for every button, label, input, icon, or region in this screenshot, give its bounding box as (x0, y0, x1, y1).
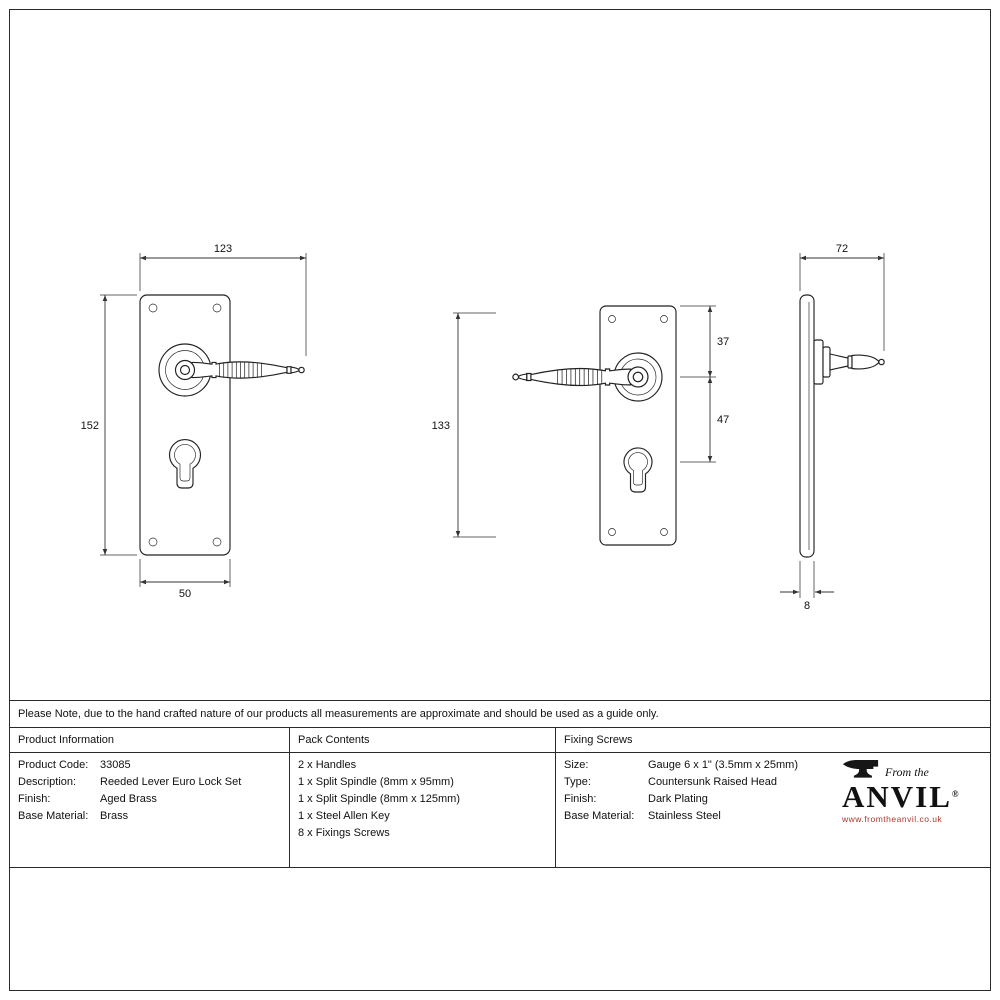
rose-side (813, 339, 831, 385)
list-item: 2 x Handles (298, 759, 357, 771)
dimension-projection: 72 (799, 243, 885, 351)
field-label: Size: (564, 759, 589, 771)
dimension-37: 37 (680, 305, 729, 378)
dimension-47: 47 (680, 377, 729, 463)
field-label: Base Material: (18, 810, 89, 822)
screw-holes (148, 303, 222, 547)
table-row: Type: Countersunk Raised Head (564, 774, 982, 791)
dim-label-152: 152 (81, 420, 99, 432)
backplate-edge (799, 294, 815, 558)
dim-label-72: 72 (836, 243, 848, 255)
table-row: Base Material: Brass (18, 808, 281, 825)
field-value: Aged Brass (100, 793, 157, 805)
euro-keyhole (168, 439, 202, 489)
list-item: 1 x Split Spindle (8mm x 95mm) (298, 776, 454, 788)
side-view-drawing: 72 8 (780, 243, 885, 612)
note-text: Please Note, due to the hand crafted nat… (18, 708, 659, 720)
front-view-drawing: 123 152 50 (81, 243, 307, 600)
field-value: 33085 (100, 759, 131, 771)
field-label: Finish: (18, 793, 51, 805)
page-border: 123 152 50 (9, 9, 991, 991)
spec-table: Product Information Pack Contents Fixing… (10, 728, 990, 868)
note-bar: Please Note, due to the hand crafted nat… (10, 700, 990, 728)
backplate (599, 305, 677, 546)
table-row: Description: Reeded Lever Euro Lock Set (18, 774, 281, 791)
field-label: Description: (18, 776, 77, 788)
table-row: Finish: Aged Brass (18, 791, 281, 808)
dimension-thickness: 8 (780, 561, 834, 612)
field-value: Gauge 6 x 1" (3.5mm x 25mm) (648, 759, 799, 771)
table-row: Product Code: 33085 (18, 757, 281, 774)
dim-label-123: 123 (214, 243, 232, 255)
anvil-icon (842, 759, 879, 778)
dimension-plate-height: 152 (81, 294, 137, 556)
dimension-plate-width: 50 (139, 559, 231, 600)
field-label: Type: (564, 776, 591, 788)
dim-label-47: 47 (717, 414, 729, 426)
field-value: Countersunk Raised Head (648, 776, 778, 788)
logo-tagline: From the (885, 765, 929, 779)
lever-side (829, 353, 885, 371)
brand-url: www.fromtheanvil.co.uk (842, 814, 943, 824)
table-row: Size: Gauge 6 x 1" (3.5mm x 25mm) (564, 757, 982, 774)
reeded-lever (174, 359, 305, 381)
table-row: Finish: Dark Plating (564, 791, 982, 808)
table-row: Base Material: Stainless Steel (564, 808, 982, 825)
dim-label-50: 50 (179, 588, 191, 600)
rear-view-drawing: 133 37 47 (432, 305, 729, 546)
header-product-information: Product Information (10, 728, 290, 752)
dim-label-133: 133 (432, 420, 450, 432)
technical-drawings: 123 152 50 (81, 243, 885, 612)
backplate (139, 294, 231, 556)
pack-contents-cell: 2 x Handles 1 x Split Spindle (8mm x 95m… (290, 753, 556, 867)
anvil-logo: From the ANVIL® www.fromtheanvil.co.uk (842, 757, 978, 824)
dim-label-37: 37 (717, 336, 729, 348)
field-label: Base Material: (564, 810, 635, 822)
screw-holes (608, 315, 668, 536)
euro-keyhole (623, 447, 653, 493)
table-body-row: Product Code: 33085 Description: Reeded … (10, 753, 990, 867)
registered-mark: ® (951, 789, 959, 799)
list-item: 1 x Steel Allen Key (298, 810, 390, 822)
field-label: Product Code: (18, 759, 89, 771)
header-fixing-screws: Fixing Screws (564, 734, 633, 746)
header-pack-contents: Pack Contents (290, 728, 556, 752)
field-value: Stainless Steel (648, 810, 721, 822)
dimension-lever-length: 123 (139, 243, 307, 356)
list-item: 8 x Fixings Screws (298, 827, 390, 839)
field-value: Brass (100, 810, 129, 822)
field-value: Reeded Lever Euro Lock Set (100, 776, 242, 788)
table-header-row: Product Information Pack Contents Fixing… (10, 728, 990, 753)
list-item: 1 x Split Spindle (8mm x 125mm) (298, 793, 460, 805)
field-label: Finish: (564, 793, 597, 805)
brand-name: ANVIL® (842, 779, 959, 814)
fixing-screws-cell: Size: Gauge 6 x 1" (3.5mm x 25mm) Type: … (556, 753, 990, 867)
reeded-lever (512, 366, 649, 388)
dim-label-8: 8 (804, 600, 810, 612)
product-information-cell: Product Code: 33085 Description: Reeded … (10, 753, 290, 867)
field-value: Dark Plating (648, 793, 708, 805)
dimension-133: 133 (432, 312, 496, 538)
